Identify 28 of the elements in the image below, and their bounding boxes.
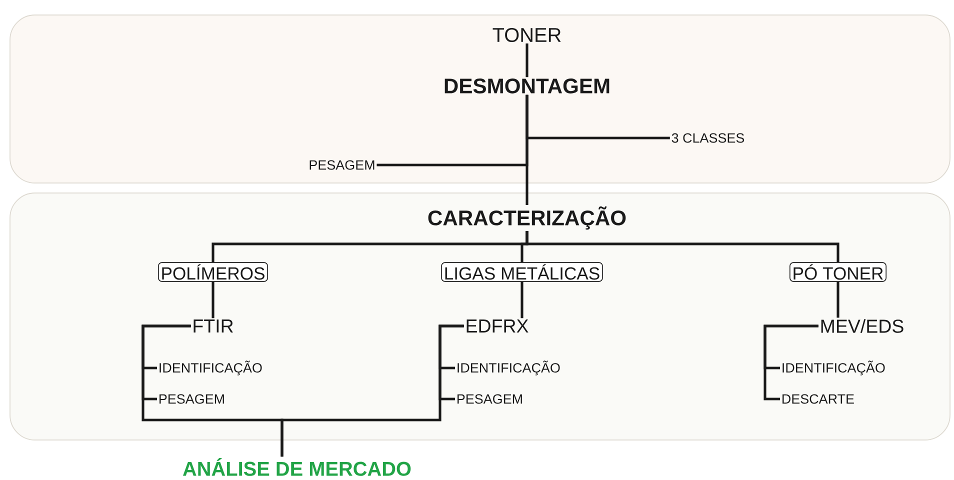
- step-label: PESAGEM: [160, 394, 224, 404]
- heading: CARACTERIZAÇÃO: [428, 206, 626, 230]
- method-label: FTIR: [194, 320, 233, 332]
- connector-line: [280, 324, 464, 457]
- connector-line: [526, 94, 528, 206]
- category-box: PÓ TONER: [790, 262, 886, 282]
- method-label: MEV/EDS: [821, 319, 904, 333]
- heading: DESMONTAGEM: [444, 78, 610, 94]
- connector-line: [520, 282, 524, 318]
- connector-line: [526, 230, 840, 262]
- connector-line: [212, 282, 214, 318]
- category-box: POLÍMEROS: [158, 262, 268, 282]
- panel: [10, 14, 950, 184]
- connector-line: [764, 324, 818, 400]
- method-label: EDFRX: [466, 320, 528, 332]
- step-label: 3 CLASSES: [672, 133, 744, 143]
- step-label: PESAGEM: [310, 160, 374, 170]
- step-label: IDENTIFICAÇÃO: [782, 360, 885, 376]
- category-box: LIGAS METÁLICAS: [441, 262, 603, 282]
- result-label: ANÁLISE DE MERCADO: [182, 458, 411, 476]
- step-label: TONER: [492, 28, 561, 42]
- step-label: IDENTIFICAÇÃO: [458, 360, 560, 376]
- connector-line: [526, 43, 528, 78]
- step-label: DESCARTE: [782, 394, 854, 404]
- panel: [10, 192, 950, 440]
- step-label: PESAGEM: [458, 394, 522, 404]
- step-label: IDENTIFICAÇÃO: [160, 360, 262, 376]
- connector-line: [836, 282, 840, 318]
